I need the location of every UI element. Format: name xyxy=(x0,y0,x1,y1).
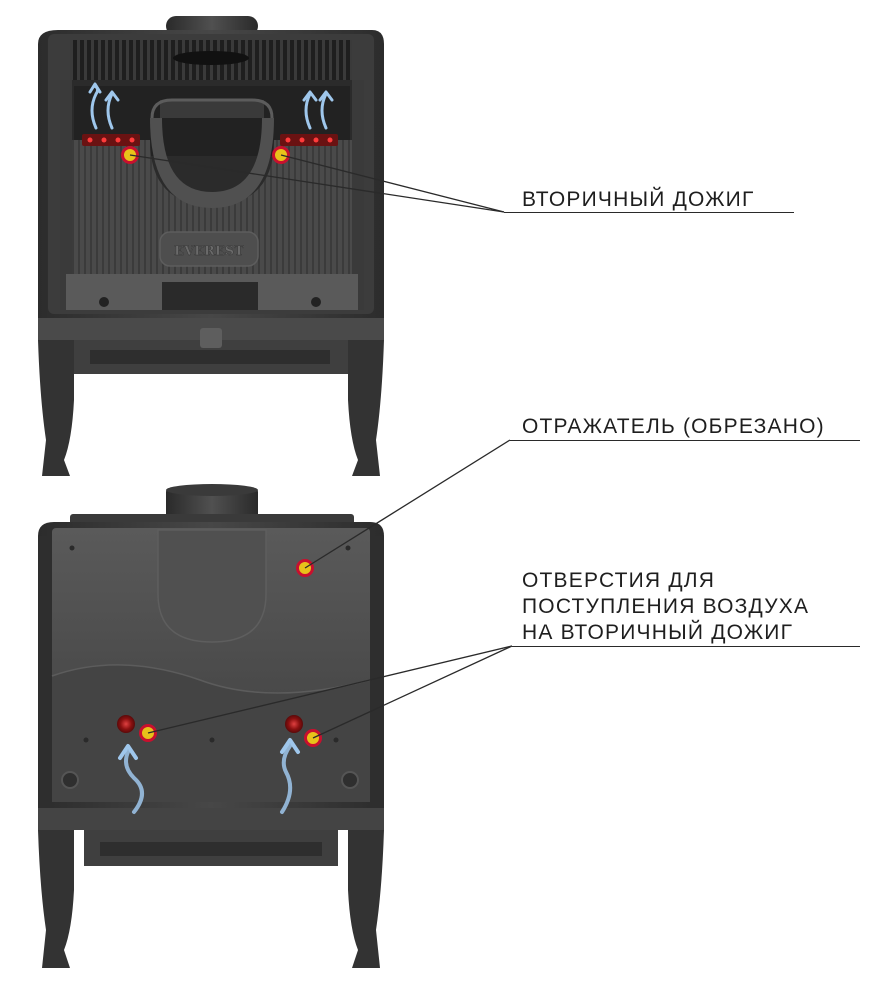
air-inlet-right xyxy=(285,715,303,733)
leader-lines xyxy=(129,154,513,739)
label-secondary-burn: ВТОРИЧНЫЙ ДОЖИГ xyxy=(522,188,755,211)
label-air-holes-3: НА ВТОРИЧНЫЙ ДОЖИГ xyxy=(522,621,794,644)
label-air-holes-2: ПОСТУПЛЕНИЯ ВОЗДУХА xyxy=(522,595,810,618)
rule-air-holes xyxy=(512,646,860,647)
secondary-burn-ports-right xyxy=(280,134,338,146)
brand-logo: EVEREST xyxy=(174,244,244,259)
air-flow-arrows-bottom xyxy=(118,738,300,814)
rule-secondary-burn xyxy=(504,212,794,213)
top-stove: EVEREST xyxy=(38,16,384,476)
secondary-burn-ports-left xyxy=(82,134,140,146)
label-air-holes-1: ОТВЕРСТИЯ ДЛЯ xyxy=(522,569,716,592)
air-inlet-left xyxy=(117,715,135,733)
rule-reflector xyxy=(510,440,860,441)
bottom-stove xyxy=(38,484,384,968)
air-flow-arrows-top xyxy=(88,82,334,130)
label-reflector: ОТРАЖАТЕЛЬ (ОБРЕЗАНО) xyxy=(522,415,825,438)
